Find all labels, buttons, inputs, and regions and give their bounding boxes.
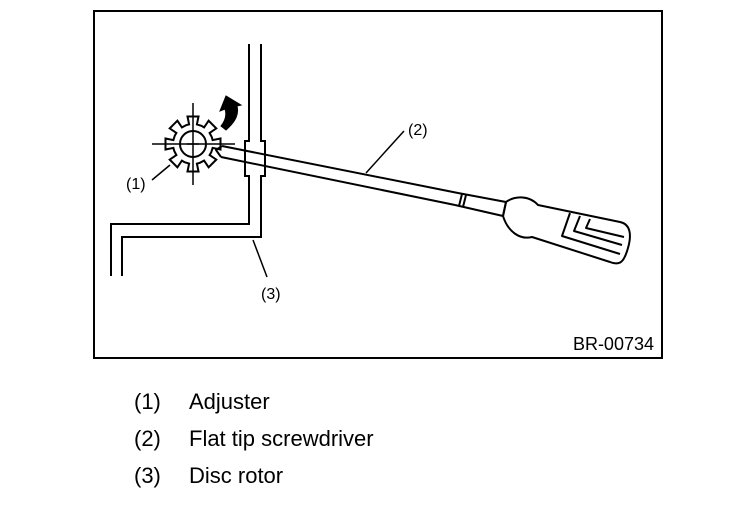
figure-frame: [93, 10, 663, 359]
legend-label: Disc rotor: [189, 463, 284, 488]
legend-label: Flat tip screwdriver: [189, 426, 374, 451]
leader-disc-rotor: [252, 239, 268, 278]
legend: (1) Adjuster (2) Flat tip screwdriver (3…: [134, 383, 584, 494]
leader-screwdriver: [365, 130, 405, 174]
legend-number: (1): [134, 389, 161, 414]
callout-disc-rotor: (3): [261, 286, 281, 303]
flat-tip-screwdriver: [215, 145, 631, 265]
star-wheel-icon: [152, 103, 235, 185]
disc-rotor-outline: [110, 44, 266, 276]
legend-item-disc-rotor: (3) Disc rotor: [134, 457, 584, 494]
figure-reference-code: BR-00734: [573, 334, 654, 354]
legend-number: (2): [134, 426, 161, 451]
callout-screwdriver: (2): [408, 122, 428, 139]
legend-label: Adjuster: [189, 389, 270, 414]
legend-item-screwdriver: (2) Flat tip screwdriver: [134, 420, 584, 457]
legend-item-adjuster: (1) Adjuster: [134, 383, 584, 420]
callout-adjuster: (1): [126, 176, 146, 193]
leader-adjuster: [151, 164, 171, 181]
legend-number: (3): [134, 463, 161, 488]
leader-lines: [151, 130, 405, 278]
curved-arrow-icon: [219, 95, 243, 131]
